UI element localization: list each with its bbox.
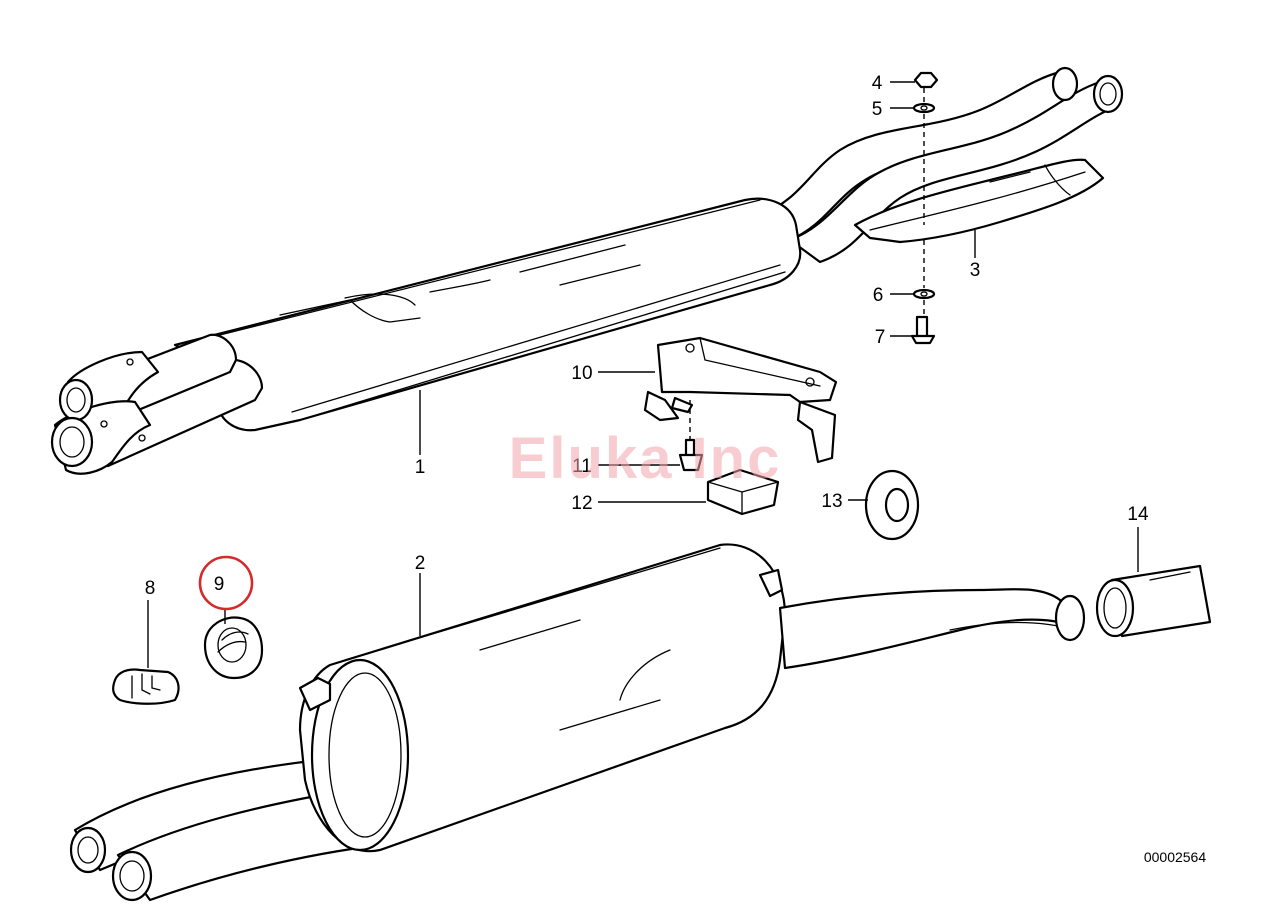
part-3-heat-shield bbox=[853, 158, 1105, 244]
part-12-rubber-block bbox=[706, 468, 780, 516]
part-10-mounting-bracket bbox=[643, 336, 838, 464]
part-14-sleeve bbox=[1095, 564, 1212, 638]
callout-label-5[interactable]: 5 bbox=[872, 99, 883, 120]
callout-label-3[interactable]: 3 bbox=[970, 260, 981, 281]
callout-label-7[interactable]: 7 bbox=[875, 327, 886, 348]
part-1-front-silencer bbox=[50, 66, 1124, 475]
callout-label-11[interactable]: 11 bbox=[572, 456, 592, 477]
leader-lines bbox=[147, 81, 1139, 668]
callout-label-2[interactable]: 2 bbox=[415, 553, 426, 574]
callout-label-1[interactable]: 1 bbox=[415, 457, 426, 478]
part-9-rubber-mount bbox=[203, 616, 264, 680]
part-13-ring-mount bbox=[864, 469, 920, 541]
callout-labels: 1 2 3 4 5 6 7 8 9 10 11 12 13 14 bbox=[145, 73, 1149, 599]
callout-label-9[interactable]: 9 bbox=[214, 574, 225, 595]
part-8-clamp bbox=[112, 668, 180, 705]
diagram-reference-number: 00002564 bbox=[1144, 849, 1207, 865]
watermark-text: Eluka Inc bbox=[509, 426, 782, 491]
part-2-rear-silencer bbox=[69, 543, 1086, 902]
callout-label-12[interactable]: 12 bbox=[571, 493, 592, 514]
callout-label-14[interactable]: 14 bbox=[1127, 504, 1149, 525]
callout-label-8[interactable]: 8 bbox=[145, 578, 156, 599]
highlight-circle-part-9 bbox=[198, 555, 254, 611]
part-11-bolt bbox=[678, 438, 704, 472]
callout-label-4[interactable]: 4 bbox=[872, 73, 883, 94]
callout-label-6[interactable]: 6 bbox=[873, 285, 884, 306]
callout-label-10[interactable]: 10 bbox=[571, 363, 592, 384]
callout-label-13[interactable]: 13 bbox=[821, 491, 842, 512]
